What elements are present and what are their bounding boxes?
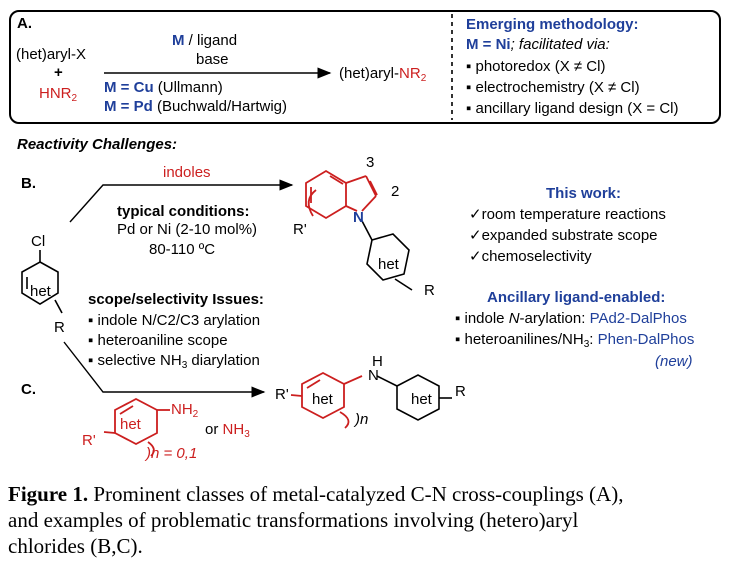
heteroaniline-het: het <box>120 416 141 433</box>
ligand-indole-line: ▪ indole N-arylation: PAd2-DalPhos <box>455 310 687 327</box>
amine-reactant: HNR2 <box>39 85 78 104</box>
cu-ullmann-label: M = Cu (Ullmann) <box>104 79 223 96</box>
product-r: R <box>455 383 466 400</box>
this-work-chemoselectivity: ✓chemoselectivity <box>469 248 592 265</box>
aryl-halide-reactant: (het)aryl-X <box>16 46 87 63</box>
ni-facilitated-line: M = Ni; facilitated via: <box>466 36 610 53</box>
emerging-bullet-ligand-design: ▪ ancillary ligand design (X = Cl) <box>466 100 679 117</box>
ligand-title: Ancillary ligand-enabled: <box>487 289 666 306</box>
typical-conditions-title: typical conditions: <box>117 203 250 220</box>
ligand-new-note: (new) <box>655 353 693 370</box>
this-work-substrate-scope: ✓expanded substrate scope <box>469 227 658 244</box>
aryl-chloride-r: R <box>54 319 65 336</box>
caption-line-3: chlorides (B,C). <box>8 534 143 558</box>
scope-item-nh3: ▪ selective NH3 diarylation <box>88 352 260 371</box>
amine-hydrogen: H <box>372 353 383 370</box>
emerging-bullet-photoredox: ▪ photoredox (X ≠ Cl) <box>466 58 606 75</box>
product-het-left: het <box>312 391 333 408</box>
product-het-right: het <box>411 391 432 408</box>
indole-nitrogen: N <box>353 209 364 226</box>
heteroaniline-nh2: NH2 <box>171 401 199 420</box>
diarylamine-product-left <box>290 371 363 429</box>
scope-item-heteroaniline: ▪ heteroaniline scope <box>88 332 228 349</box>
temperature-range: 80-110 ºC <box>149 241 216 258</box>
emerging-title: Emerging methodology: <box>466 16 639 33</box>
caption-line-1: Figure 1. Prominent classes of metal-cat… <box>8 482 624 506</box>
heteroaniline-structure <box>103 397 170 457</box>
scope-title: scope/selectivity Issues: <box>88 291 264 308</box>
indole-position-2: 2 <box>391 183 400 200</box>
panel-b-arrow <box>69 179 294 223</box>
catalyst-loading: Pd or Ni (2-10 mol%) <box>117 221 258 238</box>
base-label: base <box>196 51 229 68</box>
indole-r-prime: R' <box>293 221 307 238</box>
challenges-title: Reactivity Challenges: <box>17 136 178 153</box>
scope-item-indole: ▪ indole N/C2/C3 arylation <box>88 312 261 329</box>
amine-nitrogen: N <box>368 367 379 384</box>
or-label: or NH3 <box>205 421 250 440</box>
emerging-bullet-electrochemistry: ▪ electrochemistry (X ≠ Cl) <box>466 79 640 96</box>
pd-buchwald-label: M = Pd (Buchwald/Hartwig) <box>104 98 287 115</box>
plus-sign: + <box>54 64 63 81</box>
indole-structure <box>305 169 378 220</box>
aryl-chloride-structure <box>21 250 63 314</box>
ligand-heteroaniline-line: ▪ heteroanilines/NH3: Phen-DalPhos <box>455 331 695 350</box>
panel-c-arrow <box>63 341 266 398</box>
n-aryl-r: R <box>424 282 435 299</box>
heteroaniline-r-prime: R' <box>82 432 96 449</box>
n-equals-label: )n = 0,1 <box>146 445 198 462</box>
chloro-substituent: Cl <box>31 233 46 250</box>
arylamine-product: (het)aryl-NR2 <box>339 65 427 84</box>
panel-a-label: A. <box>17 15 32 32</box>
diarylamine-product-right <box>376 374 452 421</box>
caption-line-2: and examples of problematic transformati… <box>8 508 579 532</box>
this-work-room-temp: ✓room temperature reactions <box>469 206 666 223</box>
indoles-reagent: indoles <box>163 164 211 181</box>
this-work-title: This work: <box>546 185 622 202</box>
n-aryl-structure <box>360 218 413 291</box>
n-aryl-het: het <box>378 256 399 273</box>
product-n-sub: )n <box>355 411 369 428</box>
panel-a-box <box>9 10 721 124</box>
product-r-prime: R' <box>275 386 289 403</box>
metal-ligand-label: M / ligand <box>172 32 238 49</box>
panel-c-label: C. <box>21 381 36 398</box>
indole-position-3: 3 <box>366 154 375 171</box>
panel-b-label: B. <box>21 175 36 192</box>
aryl-chloride-het: het <box>30 283 51 300</box>
